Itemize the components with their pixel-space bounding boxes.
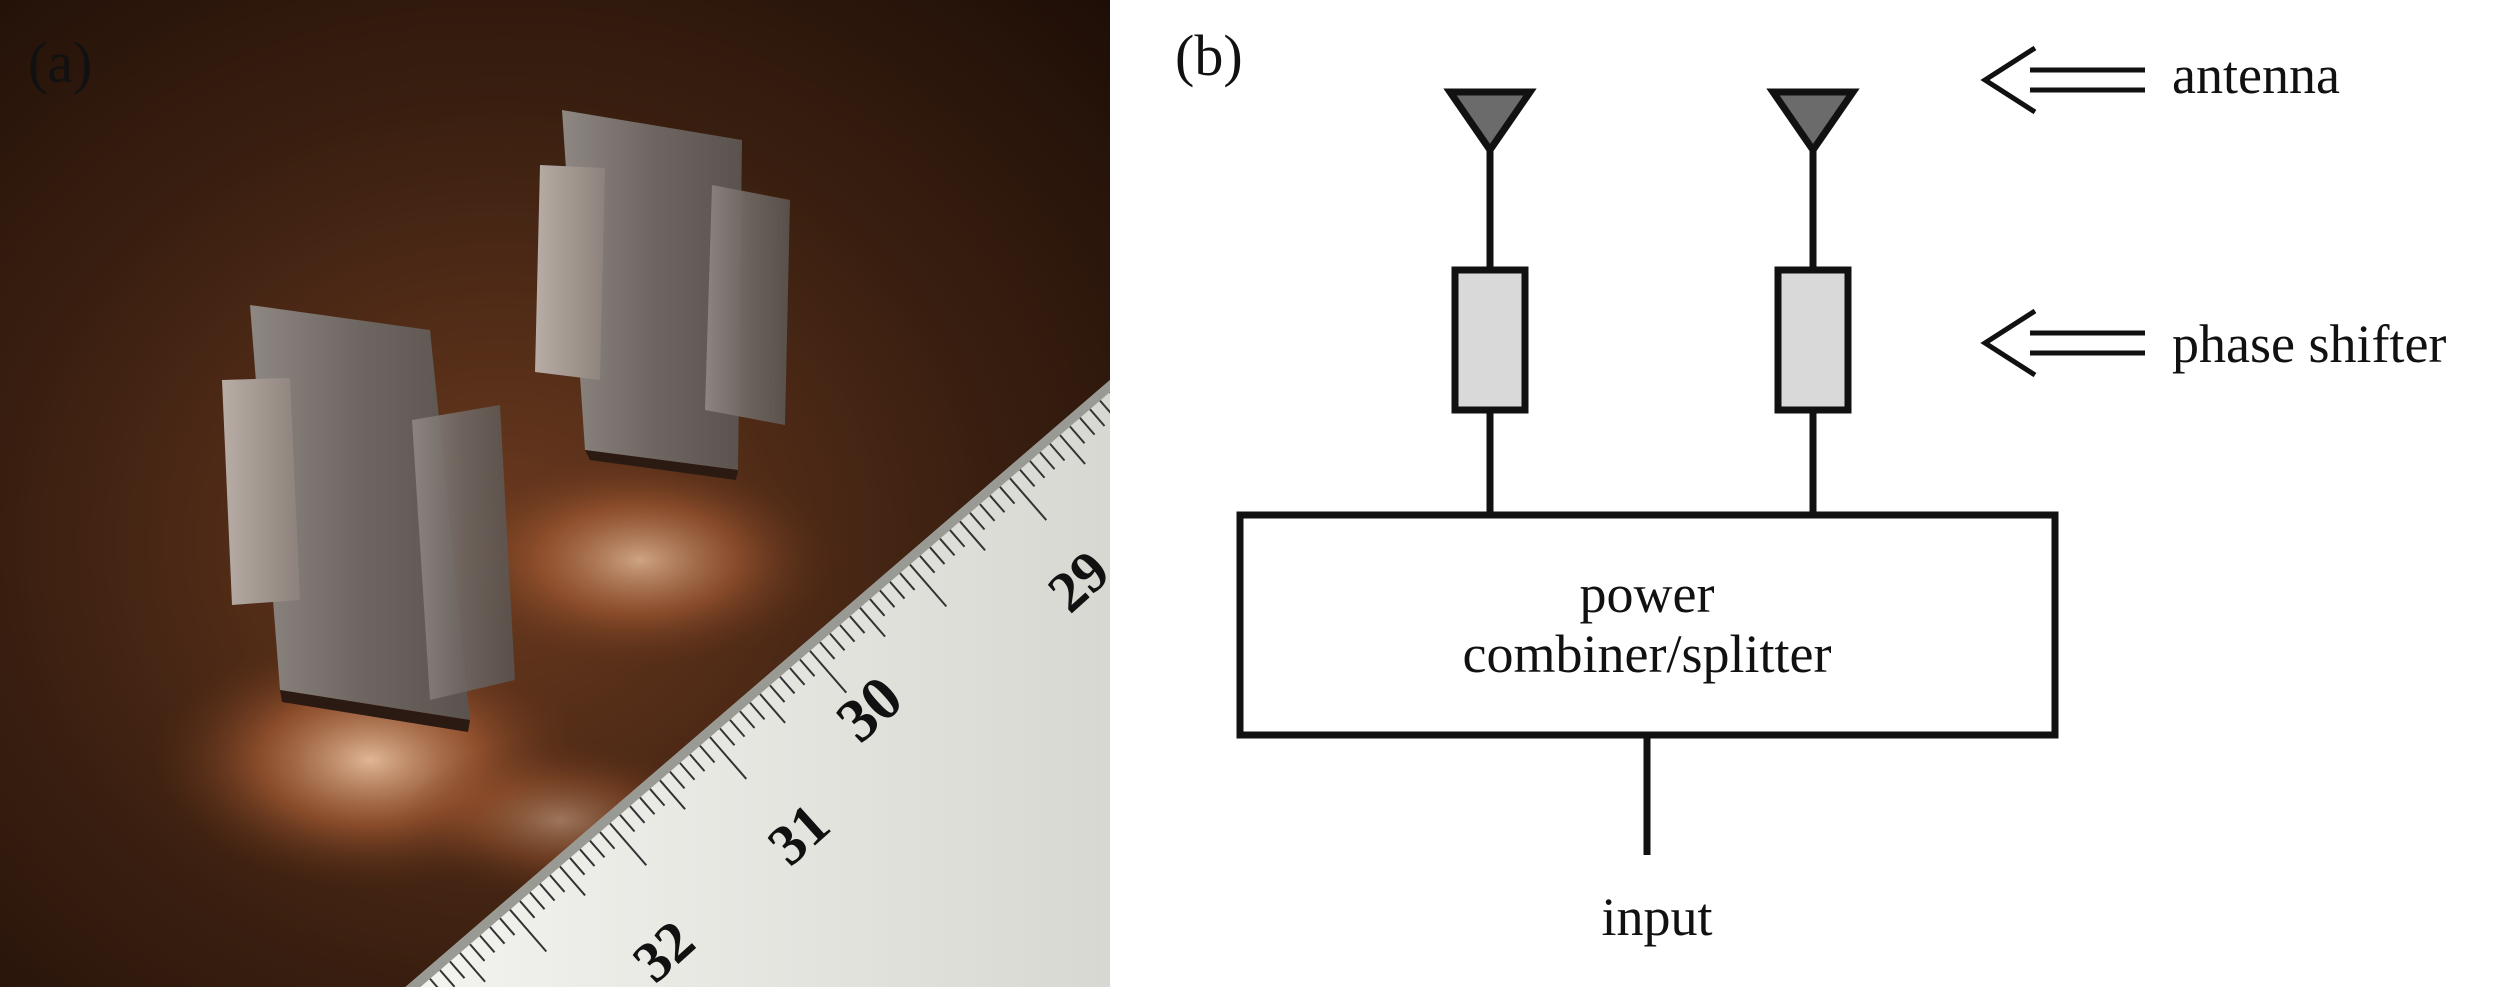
double-arrow-icon xyxy=(1980,45,2145,115)
ruler-tick xyxy=(420,986,422,987)
ruler-tick xyxy=(529,891,546,910)
ruler-tick xyxy=(819,641,836,660)
ruler-tick xyxy=(909,563,948,608)
ruler-tick xyxy=(539,883,556,902)
ruler-tick xyxy=(949,529,966,548)
ruler-tick xyxy=(1019,469,1036,488)
ruler-tick xyxy=(439,969,456,987)
antenna-label: antenna xyxy=(2172,45,2340,105)
ruler-tick xyxy=(739,710,756,729)
ruler-tick xyxy=(989,494,1006,513)
phase-shifter-label: phase shifter xyxy=(2172,314,2446,374)
ruler-tick xyxy=(1039,451,1056,470)
ruler-tick xyxy=(999,486,1016,505)
tape-measure: 29 30 31 32 xyxy=(405,380,1110,987)
ruler-tick xyxy=(929,546,946,565)
ruler-tick xyxy=(899,572,916,591)
ruler-tick xyxy=(869,598,886,617)
antenna-icon xyxy=(1766,88,1860,157)
ruler-tick xyxy=(609,822,648,866)
ruler-tick xyxy=(1079,417,1096,436)
ruler-tick xyxy=(799,658,816,677)
ruler-tick xyxy=(789,667,806,686)
ruler-tick xyxy=(1029,460,1046,479)
ruler-tick xyxy=(559,865,586,897)
input-label: input xyxy=(1601,887,1712,947)
ruler-tick xyxy=(589,840,606,859)
panel-b-diagram: (b) power combiner/splitter input antenn… xyxy=(1175,23,2446,947)
antenna-icon xyxy=(1443,88,1537,157)
ruler-tick xyxy=(679,762,696,781)
ruler-tick xyxy=(629,805,646,824)
ruler-tick xyxy=(659,779,686,810)
antenna-plate-front xyxy=(222,305,515,732)
ruler-tick xyxy=(579,848,596,867)
phase-shifter-box xyxy=(1451,266,1529,414)
ruler-tick xyxy=(709,736,748,780)
ruler-tick xyxy=(889,581,906,600)
combiner-splitter-label: combiner/splitter xyxy=(1463,624,1832,684)
ruler-tick xyxy=(719,727,736,746)
ruler-tick xyxy=(1109,392,1110,394)
reflection-glow xyxy=(440,450,840,670)
ruler-tick xyxy=(879,589,896,608)
ruler-tick xyxy=(489,926,506,945)
ruler-tick xyxy=(749,701,766,721)
ruler-tick xyxy=(469,943,486,962)
ruler-tick xyxy=(979,503,996,522)
ruler-tick xyxy=(1059,434,1086,465)
ruler-tick xyxy=(779,676,796,695)
ruler-tick xyxy=(699,745,716,764)
ruler-tick xyxy=(1049,443,1066,462)
ruler-tick xyxy=(759,693,786,724)
panel-a-photo: 29 30 31 32 (a) xyxy=(0,0,1110,987)
ruler-tick xyxy=(859,607,886,638)
ruler-tick xyxy=(839,624,856,643)
ruler-tick xyxy=(1069,425,1086,444)
ruler-tick xyxy=(729,719,746,738)
power-label: power xyxy=(1580,564,1715,624)
ruler-tick xyxy=(639,796,656,815)
ruler-tick xyxy=(649,788,666,807)
ruler-tick xyxy=(519,900,536,919)
ruler-tick xyxy=(919,555,936,574)
panel-b-label: (b) xyxy=(1175,23,1243,88)
ruler-tick xyxy=(959,520,986,551)
ruler-tick xyxy=(769,684,786,703)
ruler-tick xyxy=(599,831,616,850)
ruler-tick xyxy=(689,753,706,772)
ruler-tick xyxy=(669,771,686,790)
ruler-tick xyxy=(1099,399,1110,414)
ruler-tick xyxy=(429,978,439,987)
ruler-tick xyxy=(449,960,466,979)
ruler-tick xyxy=(1009,477,1048,521)
double-arrow-icon xyxy=(1980,308,2145,378)
ruler-tick xyxy=(479,934,496,953)
ruler-tick xyxy=(569,857,586,876)
ruler-tick xyxy=(619,814,636,833)
ruler-tick xyxy=(809,650,848,694)
ruler-tick xyxy=(499,917,516,936)
ruler-tick xyxy=(459,952,486,983)
ruler-tick xyxy=(829,632,846,651)
panel-a-label: (a) xyxy=(28,30,92,95)
ruler-tick xyxy=(969,512,986,531)
antenna-plate-back xyxy=(535,110,790,480)
ruler-tick xyxy=(549,874,566,893)
ruler-tick xyxy=(509,909,548,953)
phase-shifter-box xyxy=(1774,266,1852,414)
ruler-tick xyxy=(849,615,866,634)
ruler-tick xyxy=(1089,408,1106,427)
ruler-tick xyxy=(939,538,956,557)
